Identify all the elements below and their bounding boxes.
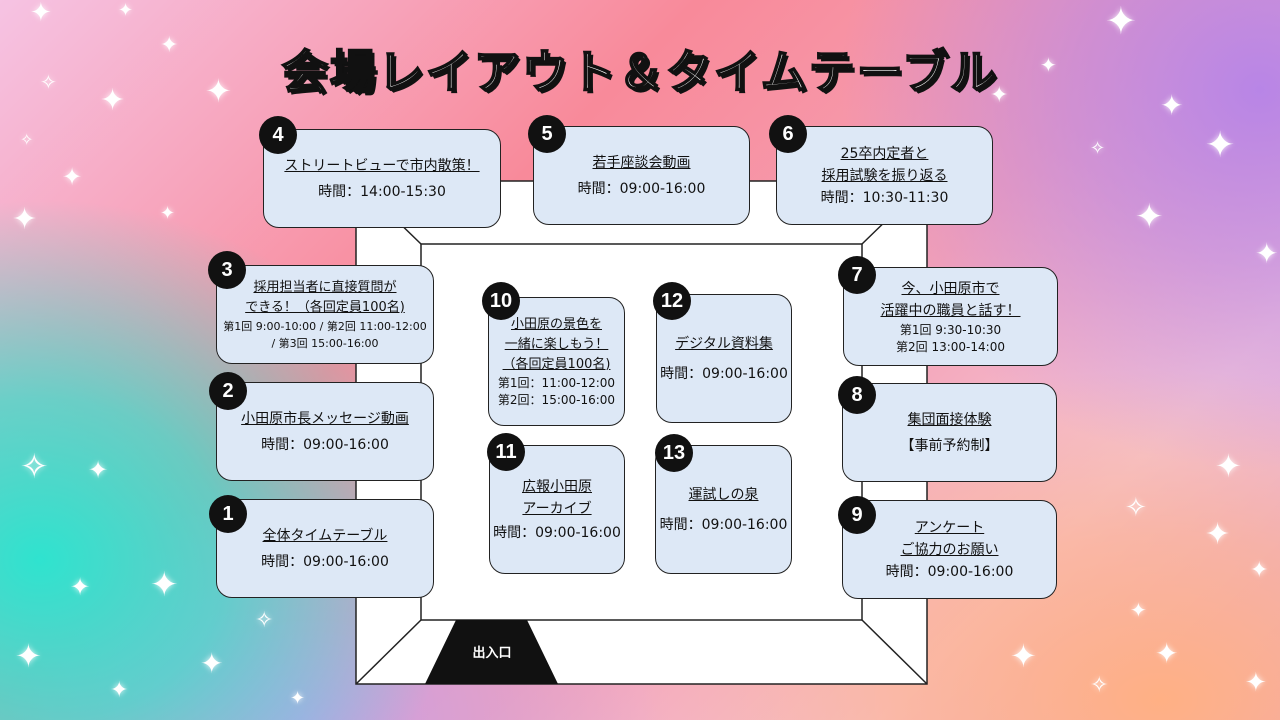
booth-number-badge: 10: [482, 282, 520, 320]
booth-title: 活躍中の職員と話す！: [880, 302, 1021, 319]
booth-title: 25卒内定者と: [840, 145, 929, 162]
booth-title: アーカイブ: [522, 500, 592, 517]
sparkle-icon: ✧: [20, 447, 49, 487]
sparkle-icon: ✧: [1125, 493, 1147, 523]
booth-number-badge: 12: [653, 282, 691, 320]
sparkle-icon: ✦: [205, 72, 232, 110]
booth-title: デジタル資料集: [675, 335, 773, 352]
sparkle-icon: ✦: [100, 83, 126, 118]
booth-7: 今、小田原市で 活躍中の職員と話す！ 第1回 9:30-10:30 第2回 13…: [843, 267, 1058, 366]
booth-time: 時間：14:00-15:30: [318, 183, 446, 200]
sparkle-icon: ✦: [62, 163, 83, 191]
booth-title: アンケート: [914, 519, 985, 536]
booth-number-badge: 13: [655, 434, 693, 472]
booth-time: 時間：09:00-16:00: [261, 553, 389, 570]
sparkle-icon: ✦: [1250, 558, 1269, 583]
sparkle-icon: ✧: [40, 70, 57, 94]
booth-number-badge: 7: [838, 256, 876, 294]
sparkle-icon: ✦: [290, 688, 306, 709]
booth-schedule: 第1回：11:00-12:00: [497, 375, 616, 390]
booth-2: 小田原市長メッセージ動画 時間：09:00-16:00: [216, 382, 434, 481]
booth-schedule: 第1回 9:30-10:30: [899, 322, 1002, 337]
sparkle-icon: ✦: [1155, 637, 1179, 670]
booth-title: ストリートビューで市内散策！: [284, 157, 480, 174]
booth-time: 時間：09:00-16:00: [660, 365, 788, 382]
booth-time: 時間：09:00-16:00: [659, 516, 788, 533]
booth-number-badge: 2: [209, 372, 247, 410]
booth-number-badge: 5: [528, 115, 566, 153]
sparkle-icon: ✦: [990, 83, 1009, 108]
booth-time: 時間：09:00-16:00: [493, 524, 621, 541]
booth-8: 集団面接体験 【事前予約制】: [842, 383, 1057, 482]
booth-title: 運試しの泉: [688, 486, 759, 503]
booth-9: アンケート ご協力のお願い 時間：09:00-16:00: [842, 500, 1057, 599]
sparkle-icon: ✦: [1205, 517, 1231, 552]
booth-time: 時間：09:00-16:00: [577, 180, 706, 197]
booth-number-badge: 9: [838, 496, 876, 534]
booth-5: 若手座談会動画 時間：09:00-16:00: [533, 126, 750, 225]
page-title: 会場レイアウト＆タイムテーブル: [281, 44, 999, 100]
booth-time: 時間：09:00-16:00: [885, 563, 1014, 580]
sparkle-icon: ✦: [1105, 0, 1137, 43]
booth-title: 採用試験を振り返る: [821, 167, 948, 184]
sparkle-icon: ✦: [118, 0, 134, 21]
booth-note: 【事前予約制】: [900, 437, 999, 454]
booth-title: 小田原の景色を: [510, 316, 602, 332]
sparkle-icon: ✧: [20, 130, 34, 149]
exit-label: 出入口: [472, 646, 512, 661]
sparkle-icon: ✦: [1130, 598, 1147, 622]
booth-number-badge: 11: [487, 433, 525, 471]
sparkle-icon: ✦: [1135, 197, 1164, 237]
sparkle-icon: ✦: [88, 456, 109, 484]
sparkle-icon: ✦: [150, 565, 179, 605]
sparkle-icon: ✧: [1090, 673, 1109, 698]
sparkle-icon: ✦: [1215, 447, 1242, 485]
booth-number-badge: 1: [209, 495, 247, 533]
booth-title: 若手座談会動画: [592, 154, 691, 171]
booth-time: 時間：10:30-11:30: [820, 189, 949, 206]
booth-schedule: 第2回：15:00-16:00: [497, 392, 616, 407]
booth-schedule: 第2回 13:00-14:00: [896, 339, 1005, 354]
sparkle-icon: ✦: [15, 637, 42, 675]
sparkle-icon: ✦: [160, 33, 179, 58]
booth-schedule: / 第3回 15:00-16:00: [271, 336, 379, 350]
booth-number-badge: 8: [838, 376, 876, 414]
booth-4: ストリートビューで市内散策！ 時間：14:00-15:30: [263, 129, 501, 228]
booth-number-badge: 6: [769, 115, 807, 153]
sparkle-icon: ✦: [160, 203, 176, 224]
sparkle-icon: ✦: [200, 647, 224, 680]
sparkle-icon: ✦: [30, 0, 52, 28]
booth-number-badge: 4: [259, 116, 297, 154]
sparkle-icon: ✦: [1010, 637, 1037, 675]
booth-title: 今、小田原市で: [901, 280, 1000, 297]
booth-3: 採用担当者に直接質問が できる！（各回定員100名) 第1回 9:00-10:0…: [216, 265, 434, 364]
booth-title: 全体タイムテーブル: [262, 527, 388, 544]
booth-time: 時間：09:00-16:00: [261, 436, 389, 453]
booth-number-badge: 3: [208, 251, 246, 289]
booth-title: 広報小田原: [522, 478, 592, 495]
sparkle-icon: ✦: [1205, 125, 1236, 166]
exit-marker: [425, 620, 558, 684]
booth-1: 全体タイムテーブル 時間：09:00-16:00: [216, 499, 434, 598]
booth-title: 小田原市長メッセージ動画: [241, 410, 409, 427]
sparkle-icon: ✦: [1245, 668, 1267, 698]
sparkle-icon: ✦: [70, 573, 91, 601]
sparkle-icon: ✦: [1160, 89, 1184, 122]
booth-title: ご協力のお願い: [900, 541, 999, 558]
booth-title: 採用担当者に直接質問が: [253, 279, 397, 295]
sparkle-icon: ✧: [1090, 138, 1106, 159]
booth-title: （各回定員100名): [502, 356, 611, 372]
sparkle-icon: ✦: [1040, 53, 1057, 77]
booth-6: 25卒内定者と 採用試験を振り返る 時間：10:30-11:30: [776, 126, 993, 225]
booth-schedule: 第1回 9:00-10:00 / 第2回 11:00-12:00: [223, 319, 427, 333]
booth-title: 一緒に楽しもう！: [504, 336, 609, 352]
booth-10: 小田原の景色を 一緒に楽しもう！ （各回定員100名) 第1回：11:00-12…: [488, 297, 625, 426]
sparkle-icon: ✦: [110, 678, 129, 703]
sparkle-icon: ✦: [1255, 237, 1279, 270]
sparkle-icon: ✦: [12, 202, 38, 237]
sparkle-icon: ✧: [255, 608, 274, 633]
booth-title: できる！（各回定員100名): [245, 299, 405, 315]
booth-title: 集団面接体験: [907, 411, 992, 428]
